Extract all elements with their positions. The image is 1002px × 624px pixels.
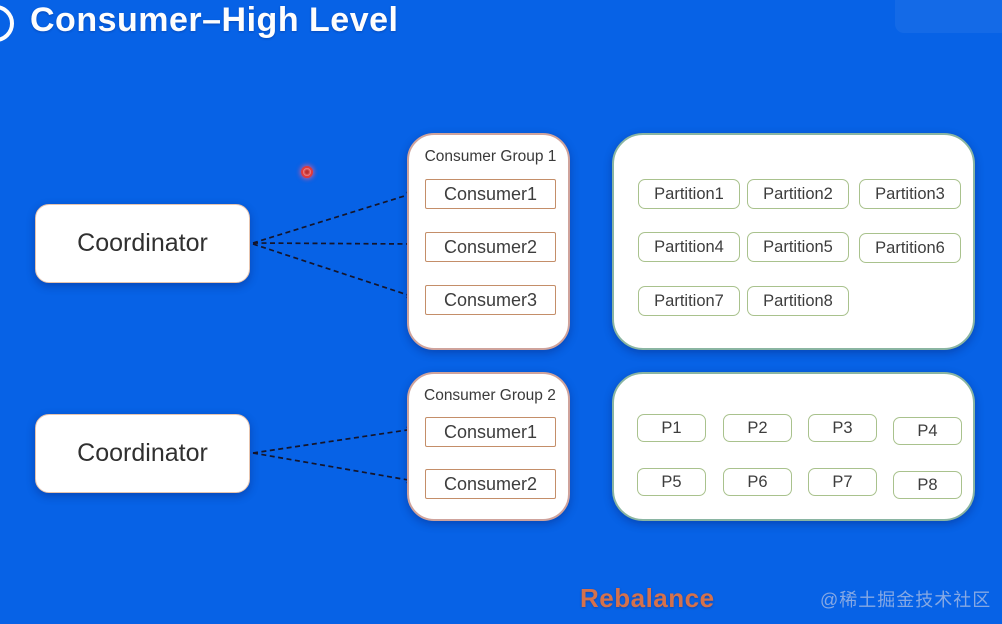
title-bullet-circle-icon (0, 5, 14, 42)
arrow-coordinator2-consumer1 (252, 426, 415, 454)
consumer-group-1-box: Consumer Group 1 Consumer1 Consumer2 Con… (407, 133, 570, 350)
page-title: Consumer–High Level (30, 1, 399, 39)
consumer-group-2-title: Consumer Group 2 (424, 387, 556, 404)
coordinator-box-1: Coordinator (35, 204, 250, 283)
consumer-group-2-box: Consumer Group 2 Consumer1 Consumer2 (407, 372, 570, 521)
consumer-chip: Consumer2 (425, 232, 556, 262)
partition-chip: Partition6 (859, 233, 961, 263)
rebalance-caption: Rebalance (580, 583, 715, 613)
coordinator-label: Coordinator (77, 229, 208, 257)
partition-set-2-box: P1 P2 P3 P4 P5 P6 P7 P8 (612, 372, 975, 521)
arrow-coordinator1-consumer3 (252, 243, 415, 299)
partition-set-1-box: Partition1 Partition2 Partition3 Partiti… (612, 133, 975, 350)
partition-chip: Partition3 (859, 179, 961, 209)
arrow-coordinator2-consumer2 (252, 452, 415, 484)
consumer-group-1-title: Consumer Group 1 (424, 148, 557, 165)
consumer-chip: Consumer1 (425, 179, 556, 209)
partition-chip: P8 (893, 471, 962, 499)
partition-chip: P3 (808, 414, 877, 442)
partition-chip: P4 (893, 417, 962, 445)
watermark: @稀土掘金技术社区 (820, 590, 992, 610)
consumer-chip: Consumer1 (425, 417, 556, 447)
partition-chip: P6 (723, 468, 792, 496)
partition-chip: Partition5 (747, 232, 849, 262)
video-overlay-patch (895, 0, 1002, 33)
partition-chip: P1 (637, 414, 706, 442)
consumer-chip: Consumer2 (425, 469, 556, 499)
partition-chip: Partition7 (638, 286, 740, 316)
coordinator-label: Coordinator (77, 439, 208, 467)
coordinator-box-2: Coordinator (35, 414, 250, 493)
laser-pointer-dot (301, 166, 313, 178)
partition-chip: Partition2 (747, 179, 849, 209)
partition-chip: Partition8 (747, 286, 849, 316)
partition-chip: P7 (808, 468, 877, 496)
consumer-chip: Consumer3 (425, 285, 556, 315)
partition-chip: Partition1 (638, 179, 740, 209)
partition-chip: Partition4 (638, 232, 740, 262)
partition-chip: P5 (637, 468, 706, 496)
partition-chip: P2 (723, 414, 792, 442)
arrow-coordinator1-consumer2 (252, 240, 415, 248)
arrow-coordinator1-consumer1 (252, 191, 415, 244)
